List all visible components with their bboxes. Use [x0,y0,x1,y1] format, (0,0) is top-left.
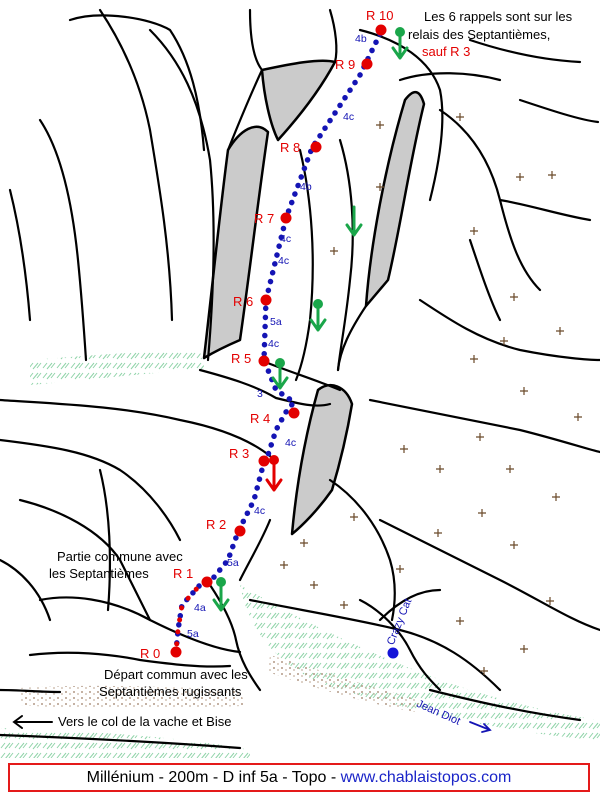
rock-lines [0,8,600,750]
relay-label-r0: R 0 [140,646,161,661]
rappel-arrow-2 [345,205,363,237]
rappel-arrow-5 [212,577,230,612]
footer-banner: Millénium - 200m - D inf 5a - Topo - www… [8,763,590,792]
relay-label-r2: R 2 [206,517,227,532]
relay-label-r1: R 1 [173,566,194,581]
grade-label: 4c [343,111,355,123]
grade-label: 5a [187,628,199,640]
relay-label-r3: R 3 [229,446,250,461]
to-col-label: Vers le col de la vache et Bise [58,714,232,729]
grade-label: 4c [285,437,297,449]
grade-label: 4c [268,338,280,350]
relay-label-r5: R 5 [231,351,252,366]
grade-label: 4c [278,255,290,267]
vegetation-marks [280,113,582,675]
grade-label: 4c [254,505,266,517]
rappel-arrow-1 [391,27,409,60]
start-label-2: Septantièmes rugissants [99,684,242,699]
grade-label: 3 [257,388,263,400]
rappel-arrow-3 [309,299,327,332]
note-line-1: Les 6 rappels sont sur les [424,9,573,24]
start-label-1: Départ commun avec les [104,667,248,682]
grade-label: 5a [227,557,239,569]
relay-label-r6: R 6 [233,294,254,309]
rappel-arrow-4 [271,358,289,390]
note-line-3: sauf R 3 [422,44,471,59]
footer-site-link[interactable]: www.chablaistopos.com [340,768,512,786]
rappel-arrow-r3 [265,455,283,492]
relay-label-r7: R 7 [254,211,275,226]
footer-title: Millénium - 200m - D inf 5a - Topo - [86,768,341,786]
scree-area [20,655,420,712]
note-line-2: relais des Septantièmes, [408,27,551,42]
grade-label: 4b [355,33,367,45]
crazy-cat-start-dot [387,647,399,659]
grade-label: 5a [270,316,282,328]
relay-label-r4: R 4 [250,411,271,426]
grade-label: 4c [280,233,292,245]
grey-slabs [202,59,426,536]
common-part-label-2: les Septantièmes [49,566,149,581]
topo-drawing [0,8,600,758]
route-line [173,27,385,655]
relay-label-r9: R 9 [335,57,356,72]
left-arrow-icon [12,715,53,729]
relay-dots [170,24,387,658]
grass-area [0,351,600,758]
relay-label-r10: R 10 [366,8,394,23]
relay-label-r8: R 8 [280,140,301,155]
grade-label: 4b [300,181,312,193]
common-part-label-1: Partie commune avec [57,549,183,564]
grade-label: 4a [194,602,206,614]
rappel-arrows [212,27,409,612]
jean-diot-arrow-icon [469,721,492,733]
